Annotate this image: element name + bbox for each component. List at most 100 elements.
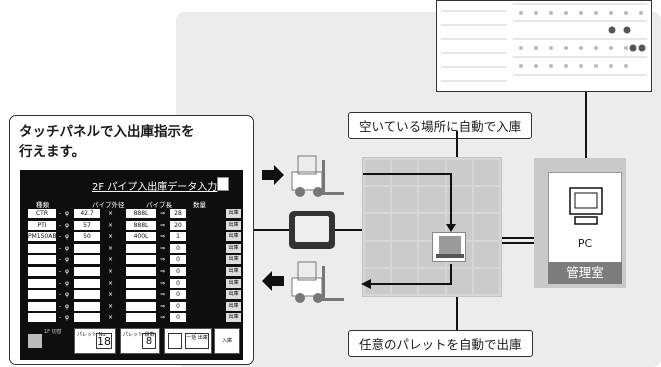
arrow-symbol: ⇒	[160, 210, 166, 217]
length-field[interactable]: 888L	[126, 220, 156, 230]
arrow-right-icon	[262, 165, 284, 185]
qty-field[interactable]: 0	[170, 255, 186, 265]
inbound-path	[363, 173, 452, 226]
phi-symbol: φ	[65, 256, 69, 264]
diameter-field[interactable]: 50	[74, 232, 100, 242]
auto-in-callout: 空いている場所に自動で入庫	[348, 112, 533, 139]
times-symbol: ×	[108, 302, 114, 310]
qty-field[interactable]: 0	[170, 290, 186, 300]
length-field[interactable]	[126, 290, 156, 300]
arrow-left-icon	[262, 271, 284, 291]
monitor-screen-content	[441, 3, 647, 82]
diameter-field[interactable]: 42.7	[74, 209, 100, 218]
type-field[interactable]: PM150AB	[28, 232, 57, 242]
pallet-count-box: パレット 段数 8	[120, 328, 160, 354]
type-field[interactable]	[28, 267, 56, 276]
times-symbol: ×	[108, 210, 114, 217]
out-button[interactable]: 出庫	[226, 209, 241, 218]
inbound-arrowhead	[446, 224, 456, 232]
pallet-no-box: パレット No. 18	[74, 328, 116, 354]
batch-checkbox[interactable]	[168, 333, 182, 349]
auto-in-label: 空いている場所に自動で入庫	[359, 119, 522, 134]
diameter-field[interactable]	[74, 267, 100, 276]
control-room-label: 管理室	[548, 262, 622, 284]
help-button[interactable]	[217, 177, 229, 191]
qty-field[interactable]: 0	[170, 278, 186, 288]
length-field[interactable]	[126, 278, 156, 288]
length-field[interactable]	[126, 267, 156, 276]
header-type: 種類	[36, 201, 49, 209]
times-symbol: ×	[108, 244, 114, 252]
type-field[interactable]	[28, 301, 56, 311]
qty-field[interactable]: 1	[170, 232, 186, 242]
out-button[interactable]: 出庫	[226, 255, 241, 265]
qty-field[interactable]: 0	[170, 313, 186, 323]
length-field[interactable]	[126, 313, 156, 323]
times-symbol: ×	[108, 233, 114, 241]
type-field[interactable]	[28, 290, 56, 300]
type-field[interactable]: CTR	[28, 209, 56, 218]
out-button[interactable]: 出庫	[226, 301, 241, 311]
qty-field[interactable]: 0	[170, 301, 186, 311]
enter-button[interactable]: 入庫	[214, 328, 240, 354]
panel-footer: 1F 切替 パレット No. 18 パレット 段数 8 一括 出庫 入庫	[28, 328, 240, 356]
length-field[interactable]: 888L	[126, 209, 156, 218]
data-link-line-2	[502, 242, 534, 244]
type-field[interactable]: PTI	[28, 220, 56, 230]
arrow-symbol: ⇒	[160, 291, 166, 299]
out-button[interactable]: 出庫	[226, 278, 241, 288]
back-arrow-button[interactable]	[28, 334, 42, 348]
dash-symbol: -	[59, 314, 62, 322]
length-field[interactable]	[126, 301, 156, 311]
diameter-field[interactable]: 57	[74, 220, 100, 230]
times-symbol: ×	[108, 268, 114, 275]
out-button[interactable]: 出庫	[226, 232, 241, 242]
forklift-icon	[291, 155, 344, 197]
out-button[interactable]: 出庫	[226, 290, 241, 300]
out-button[interactable]: 出庫	[226, 220, 241, 230]
diameter-field[interactable]	[74, 255, 100, 265]
header-diameter: パイプ外径	[92, 201, 125, 209]
floor-switch-button[interactable]: 1F 切替	[44, 328, 70, 354]
qty-field[interactable]: 0	[170, 267, 186, 276]
pallet-no-value[interactable]: 18	[96, 333, 112, 349]
data-link-line-1	[502, 237, 534, 239]
diameter-field[interactable]	[74, 278, 100, 288]
batch-out-button[interactable]: 一括 出庫	[185, 333, 209, 349]
diameter-field[interactable]	[74, 290, 100, 300]
qty-field[interactable]: 0	[170, 243, 186, 253]
panel-title: 2F パイプ入出庫データ入力	[92, 182, 218, 193]
out-button[interactable]: 出庫	[226, 243, 241, 253]
type-field[interactable]	[28, 243, 56, 253]
arrow-symbol: ⇒	[160, 314, 166, 322]
out-button[interactable]: 出庫	[226, 267, 241, 276]
arrow-symbol: ⇒	[160, 244, 166, 252]
diameter-field[interactable]	[74, 301, 100, 311]
pc-monitor-screen	[436, 0, 652, 92]
arrow-symbol: ⇒	[160, 302, 166, 310]
flow-arrows	[361, 173, 456, 289]
type-field[interactable]	[28, 278, 56, 288]
pallet-count-value[interactable]: 8	[142, 333, 156, 349]
type-field[interactable]	[28, 255, 56, 265]
tablet-link-left	[254, 229, 289, 231]
out-button[interactable]: 出庫	[226, 313, 241, 323]
length-field[interactable]	[126, 255, 156, 265]
times-symbol: ×	[108, 221, 114, 229]
diameter-field[interactable]	[74, 243, 100, 253]
qty-field[interactable]: 20	[170, 220, 186, 230]
dash-symbol: -	[59, 256, 62, 264]
diameter-field[interactable]	[74, 313, 100, 323]
dash-symbol: -	[59, 233, 62, 241]
length-field[interactable]: 400L	[126, 232, 156, 242]
pc-box: PC	[548, 172, 622, 268]
callout-title: タッチパネルで入出庫指示を 行えます。	[19, 124, 195, 160]
phi-symbol: φ	[65, 210, 69, 217]
type-field[interactable]	[28, 313, 56, 323]
times-symbol: ×	[108, 291, 114, 299]
times-symbol: ×	[108, 314, 114, 322]
qty-field[interactable]: 28	[170, 209, 186, 218]
length-field[interactable]	[126, 243, 156, 253]
times-symbol: ×	[108, 256, 114, 264]
